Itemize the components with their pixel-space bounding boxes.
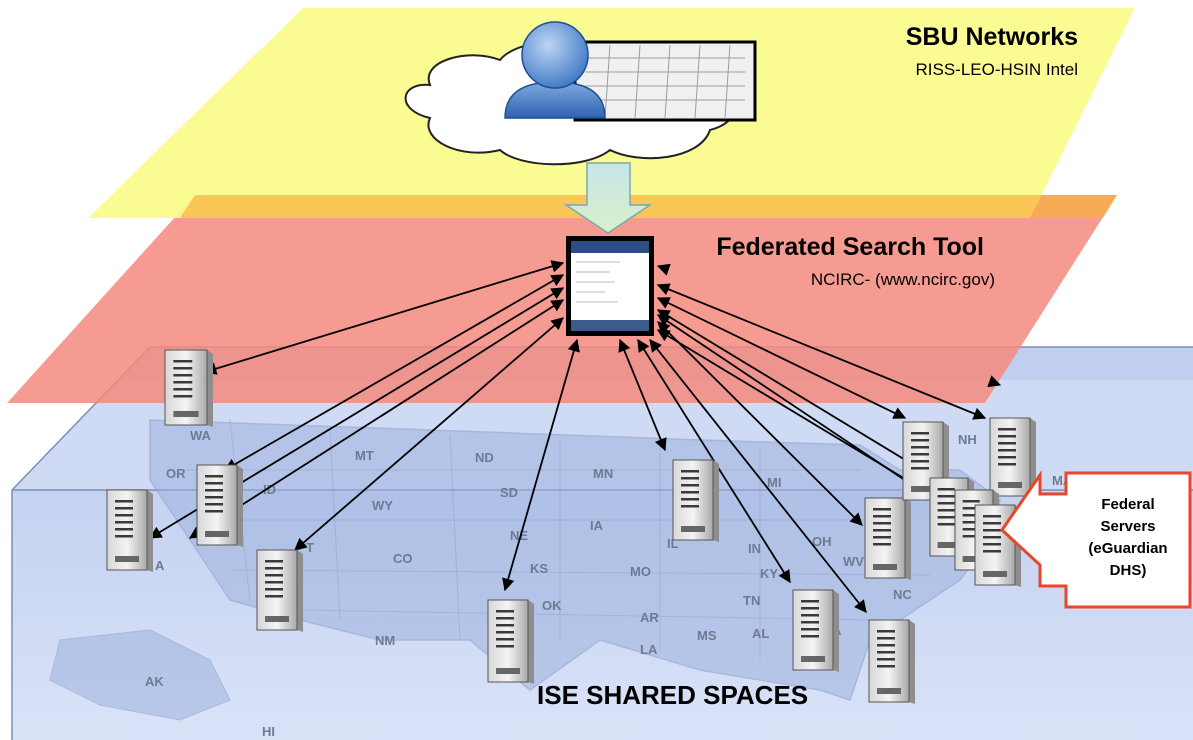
state-label: KS — [530, 561, 548, 576]
state-label: HI — [262, 724, 275, 739]
state-label: NH — [958, 432, 977, 447]
server-icon — [487, 599, 534, 684]
federal-servers-callout: Federal Servers (eGuardian DHS) — [1000, 470, 1192, 609]
server-icon — [196, 464, 243, 547]
state-label: MN — [593, 466, 613, 481]
search-tool-screen — [566, 236, 654, 336]
state-label: TN — [743, 593, 760, 608]
state-label: WY — [372, 498, 393, 513]
callout-line: Servers — [1100, 518, 1155, 535]
state-label: IN — [748, 541, 761, 556]
state-label: NM — [375, 633, 395, 648]
state-label: CO — [393, 551, 413, 566]
state-label: OR — [166, 466, 186, 481]
state-label: MI — [767, 475, 781, 490]
state-label: AL — [752, 626, 769, 641]
state-label: ND — [475, 450, 494, 465]
state-label: WV — [843, 554, 864, 569]
state-label: LA — [640, 642, 658, 657]
server-icon — [864, 497, 911, 580]
callout-line: DHS) — [1110, 562, 1147, 579]
ise-shared-spaces-label: ISE SHARED SPACES — [537, 680, 808, 710]
callout-line: Federal — [1101, 496, 1154, 513]
user-workstation-icon — [404, 21, 757, 166]
state-label: MS — [697, 628, 717, 643]
server-icon — [989, 417, 1036, 498]
server-icon — [256, 549, 303, 632]
state-label: SD — [500, 485, 518, 500]
state-label: WA — [190, 428, 212, 443]
state-label: IA — [590, 518, 604, 533]
server-icon — [792, 589, 839, 672]
state-label: T — [306, 540, 314, 555]
federated-search-title: Federated Search Tool — [716, 233, 984, 261]
state-label: MO — [630, 564, 651, 579]
down-arrow-icon — [563, 162, 653, 234]
state-label: AR — [640, 610, 659, 625]
state-label: MT — [355, 448, 374, 463]
server-icon — [164, 349, 213, 427]
callout-line: (eGuardian — [1088, 540, 1167, 557]
state-label: NC — [893, 587, 912, 602]
state-label: OK — [542, 598, 562, 613]
server-icon — [868, 619, 915, 704]
state-label: AK — [145, 674, 164, 689]
sbu-networks-subtitle: RISS-LEO-HSIN Intel — [916, 60, 1079, 79]
server-icon — [672, 459, 719, 542]
servers — [106, 349, 1036, 704]
server-icon — [106, 489, 153, 572]
federated-search-subtitle: NCIRC- (www.ncirc.gov) — [811, 270, 995, 289]
state-label: KY — [760, 566, 778, 581]
state-label: A — [155, 558, 165, 573]
sbu-networks-title: SBU Networks — [906, 23, 1078, 51]
